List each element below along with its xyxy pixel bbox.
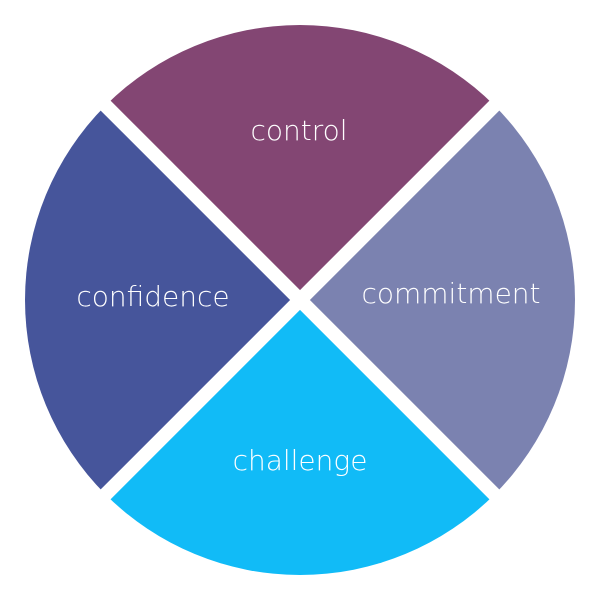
segments [25, 25, 575, 575]
segment-commitment [300, 105, 575, 495]
label-challenge: challenge [233, 444, 368, 477]
labels: control commitment challenge confidence [76, 114, 540, 477]
label-commitment: commitment [361, 277, 540, 310]
label-control: control [250, 114, 347, 147]
separator-line [85, 85, 515, 515]
separators [85, 85, 515, 515]
label-confidence: confidence [76, 280, 229, 313]
segment-challenge [105, 300, 495, 575]
segment-confidence [25, 105, 301, 495]
segment-control [105, 25, 495, 301]
